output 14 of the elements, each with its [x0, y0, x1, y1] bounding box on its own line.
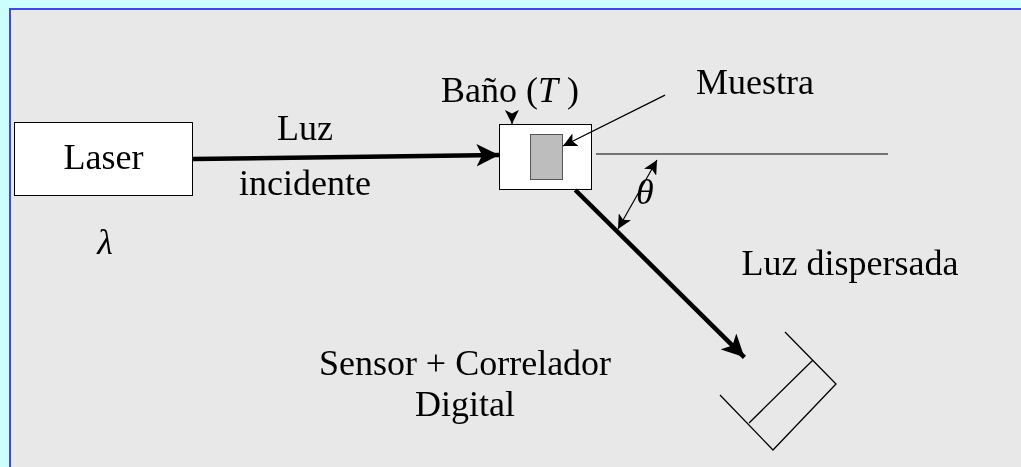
leader-line [504, 109, 519, 125]
sample-box [530, 134, 563, 180]
edge-label: Luz incidente [238, 107, 372, 205]
leader-line [562, 94, 666, 147]
angle-symbol: θ [636, 172, 654, 214]
node-label: Laser [62, 137, 145, 179]
light-beam-arrow [573, 188, 746, 359]
callout-text: Baño (T ) [440, 70, 580, 112]
wavelength-symbol: λ [95, 222, 114, 264]
laser-box [14, 122, 193, 196]
node-caption: Sensor + Correlador Digital [317, 343, 613, 426]
light-beam-arrow [192, 144, 500, 167]
bath-box [499, 124, 592, 190]
callout-text: Muestra [695, 62, 815, 104]
